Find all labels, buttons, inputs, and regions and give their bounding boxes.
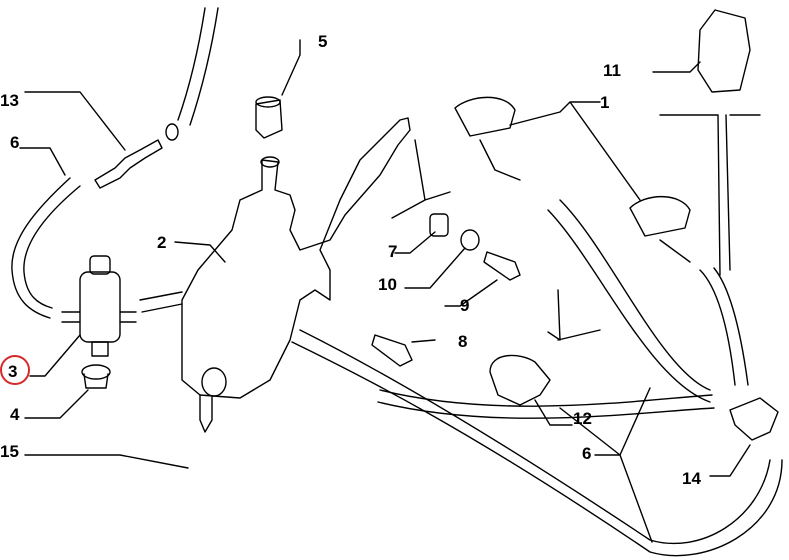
- callout-6-right[interactable]: 6: [582, 444, 592, 463]
- reservoir-cap: [201, 367, 227, 397]
- callout-11[interactable]: 11: [603, 61, 621, 80]
- callout-6-left[interactable]: 6: [10, 133, 20, 152]
- bolt-9: [483, 251, 521, 281]
- pump-outlet-right: [119, 311, 137, 323]
- callout-8[interactable]: 8: [458, 332, 468, 351]
- reservoir-2: [181, 117, 411, 399]
- reservoir-neck: [260, 156, 280, 168]
- callout-14[interactable]: 14: [682, 469, 701, 488]
- callout-1[interactable]: 1: [600, 93, 610, 112]
- hose-lower-1: [291, 329, 783, 557]
- highlight-circle: [0, 355, 30, 385]
- callout-2[interactable]: 2: [157, 233, 167, 252]
- leader-lines: [19, 39, 761, 543]
- hose-right-b: [659, 239, 749, 386]
- pump-outlet-left: [61, 311, 81, 323]
- callout-12[interactable]: 12: [573, 409, 592, 428]
- bolt-8: [371, 334, 413, 367]
- nut-7: [429, 213, 449, 237]
- hose-left: [11, 177, 81, 319]
- callout-5[interactable]: 5: [318, 32, 328, 51]
- pump-3: [79, 271, 121, 343]
- hose-right-a: [479, 139, 711, 403]
- callout-4[interactable]: 4: [10, 405, 20, 424]
- callout-13[interactable]: 13: [0, 91, 19, 110]
- callout-3[interactable]: 3: [8, 362, 18, 381]
- callout-10[interactable]: 10: [378, 275, 397, 294]
- hose-top: [177, 7, 219, 126]
- washer-10: [460, 229, 480, 251]
- nozzle-1a: [454, 96, 516, 137]
- grommet-4: [81, 364, 111, 380]
- callout-7[interactable]: 7: [388, 242, 398, 261]
- t-connector-14: [729, 397, 779, 441]
- nozzle-1b: [629, 196, 691, 237]
- hose-pump-reservoir: [139, 291, 183, 313]
- pump-top: [89, 255, 111, 275]
- check-valve-13: [94, 139, 163, 189]
- hose-top-end: [165, 123, 179, 141]
- clip-11: [697, 9, 751, 93]
- hose-lower-2: [377, 389, 715, 419]
- cap-5: [255, 99, 283, 139]
- clamp-12: [489, 354, 551, 406]
- callout-15[interactable]: 15: [0, 442, 19, 461]
- callout-9[interactable]: 9: [460, 296, 470, 315]
- pump-bottom: [91, 341, 109, 357]
